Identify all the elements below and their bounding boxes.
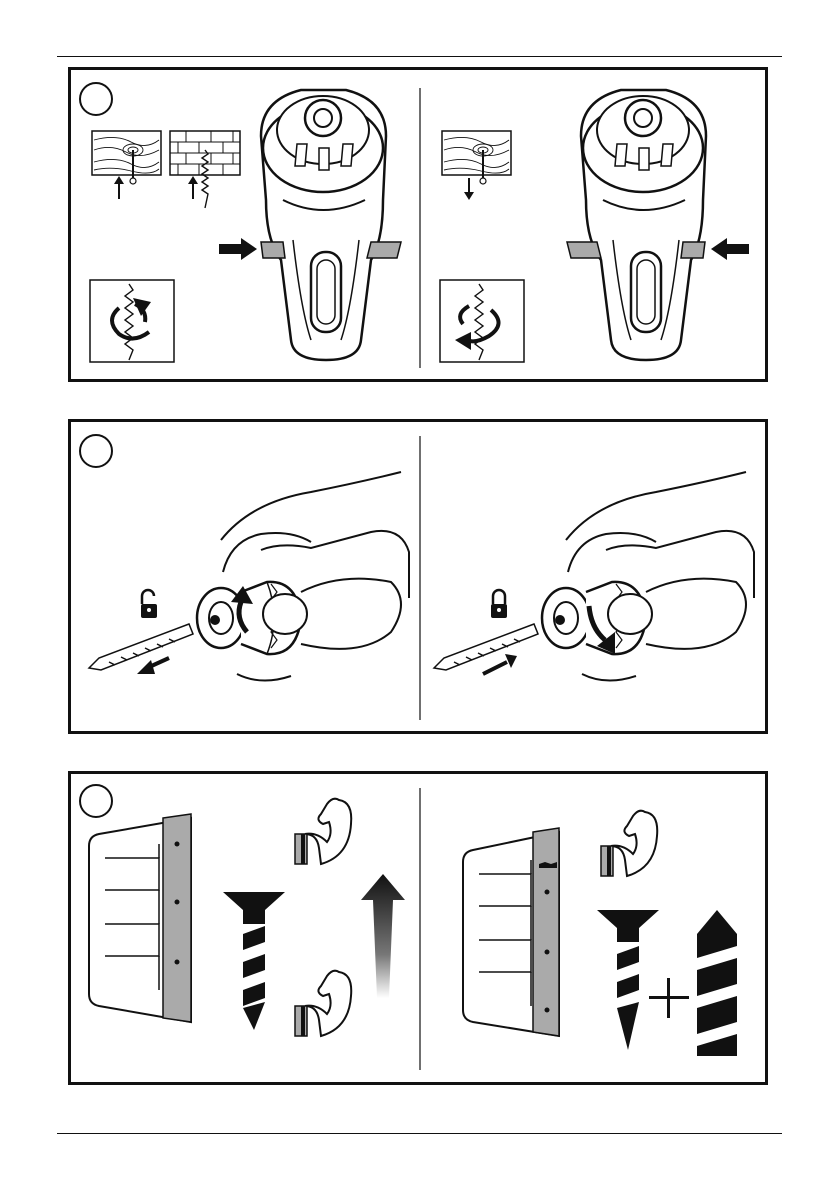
panel-torque-selection (68, 771, 768, 1085)
curved-arrow-icon (197, 579, 401, 681)
rotation-direction-diagram (71, 70, 765, 379)
brick-wall-icon (170, 131, 240, 208)
screw-icon (223, 892, 285, 1030)
drill-bit-icon (434, 624, 538, 670)
top-rule (57, 56, 782, 57)
curved-arrow-icon (542, 579, 746, 681)
arrow-right-icon (483, 654, 517, 674)
hand-icon (221, 472, 409, 598)
panel-rotation-direction (68, 67, 768, 382)
arrow-up-gradient-icon (361, 874, 405, 998)
arrow-left-icon (711, 238, 749, 260)
counterclockwise-rotation-icon (440, 280, 524, 362)
drill-direction-switch-icon (261, 90, 401, 360)
flexed-arm-icon (295, 799, 351, 864)
drill-direction-switch-icon (567, 90, 706, 360)
drill-bit-icon (89, 624, 193, 670)
arrow-right-icon (219, 238, 257, 260)
torque-selection-diagram (71, 774, 765, 1082)
step-circle (80, 435, 112, 467)
torque-collar-icon (463, 828, 559, 1036)
chuck-bit-change-diagram (71, 422, 765, 731)
arrow-left-icon (137, 658, 169, 674)
panel-chuck-bit-change (68, 419, 768, 734)
hand-icon (566, 472, 754, 598)
wood-target-icon (442, 131, 511, 200)
step-circle (80, 83, 112, 115)
unlock-icon (141, 590, 157, 618)
flexed-arm-icon (295, 971, 351, 1036)
bottom-rule (57, 1133, 782, 1134)
flexed-arm-icon (601, 811, 657, 876)
drill-bit-icon (697, 910, 737, 1056)
step-circle (80, 785, 112, 817)
lock-icon (491, 590, 507, 618)
plus-icon (649, 978, 689, 1018)
torque-collar-icon (89, 814, 191, 1022)
clockwise-rotation-icon (90, 280, 174, 362)
wood-target-icon (92, 131, 161, 199)
screw-icon (597, 910, 659, 1050)
